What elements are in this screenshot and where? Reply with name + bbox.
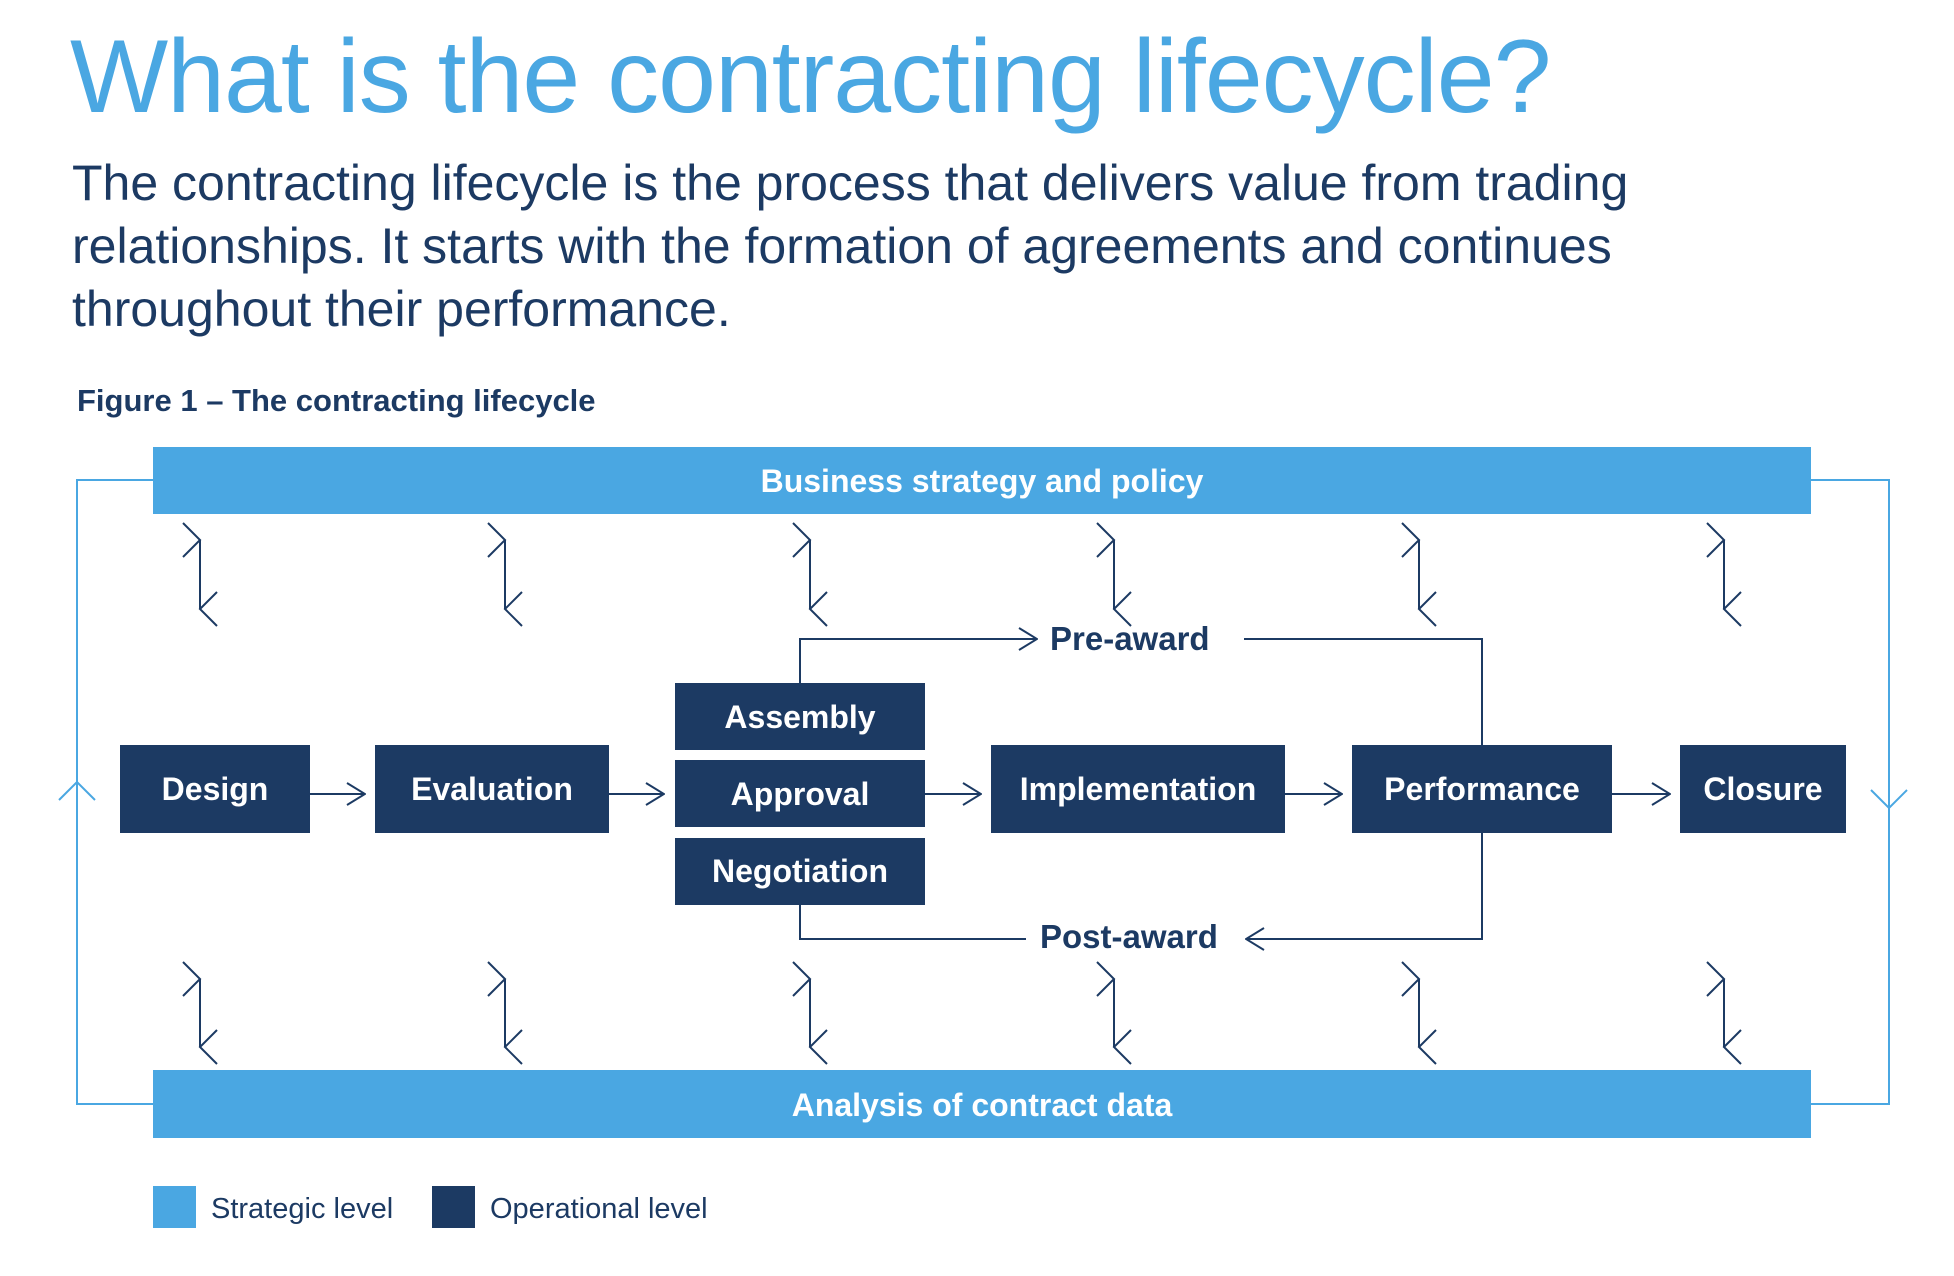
intro-paragraph: The contracting lifecycle is the process… bbox=[72, 155, 1629, 337]
stage-performance-label: Performance bbox=[1384, 771, 1580, 807]
feedback-loop-right bbox=[1811, 479, 1890, 1105]
stage-negotiation bbox=[675, 838, 925, 905]
legend-strategic-label: Strategic level bbox=[211, 1193, 393, 1225]
legend-operational-label: Operational level bbox=[490, 1193, 708, 1225]
double-arrows-top bbox=[182, 522, 1742, 627]
stage-performance bbox=[1352, 745, 1612, 833]
stage-implementation bbox=[991, 745, 1285, 833]
contract-data-label: Analysis of contract data bbox=[792, 1087, 1173, 1123]
figure-caption: Figure 1 – The contracting lifecycle bbox=[77, 383, 596, 418]
double-arrows-bottom bbox=[182, 961, 1742, 1065]
stage-implementation-label: Implementation bbox=[1020, 771, 1256, 807]
stage-approval bbox=[675, 760, 925, 827]
legend-operational-swatch bbox=[432, 1186, 475, 1228]
strategy-policy-label: Business strategy and policy bbox=[761, 463, 1204, 499]
pre-award-label: Pre-award bbox=[1050, 620, 1210, 657]
page-title: What is the contracting lifecycle? bbox=[70, 19, 1551, 135]
post-award-arrow bbox=[1246, 832, 1483, 939]
post-award-label: Post-award bbox=[1040, 918, 1218, 955]
stage-evaluation-label: Evaluation bbox=[411, 771, 573, 807]
stage-closure-label: Closure bbox=[1703, 771, 1822, 807]
feedback-loop-right-chevron bbox=[1870, 789, 1908, 810]
stage-approval-label: Approval bbox=[731, 776, 870, 812]
stage-design bbox=[120, 745, 310, 833]
legend: Strategic level Operational level bbox=[153, 1186, 708, 1228]
pre-award-arrow bbox=[799, 639, 1037, 683]
strategy-policy-bar bbox=[153, 447, 1811, 514]
stage-negotiation-label: Negotiation bbox=[712, 853, 888, 889]
contract-data-bar bbox=[153, 1070, 1811, 1138]
feedback-loop-left-chevron bbox=[58, 780, 96, 801]
feedback-loop-left bbox=[76, 479, 153, 1105]
post-award-line bbox=[799, 905, 1026, 940]
stage-assembly bbox=[675, 683, 925, 750]
legend-strategic-swatch bbox=[153, 1186, 196, 1228]
pre-award-return-line bbox=[1244, 638, 1483, 745]
stage-design-label: Design bbox=[162, 771, 269, 807]
stage-assembly-label: Assembly bbox=[724, 699, 875, 735]
stage-closure bbox=[1680, 745, 1846, 833]
stage-evaluation bbox=[375, 745, 609, 833]
